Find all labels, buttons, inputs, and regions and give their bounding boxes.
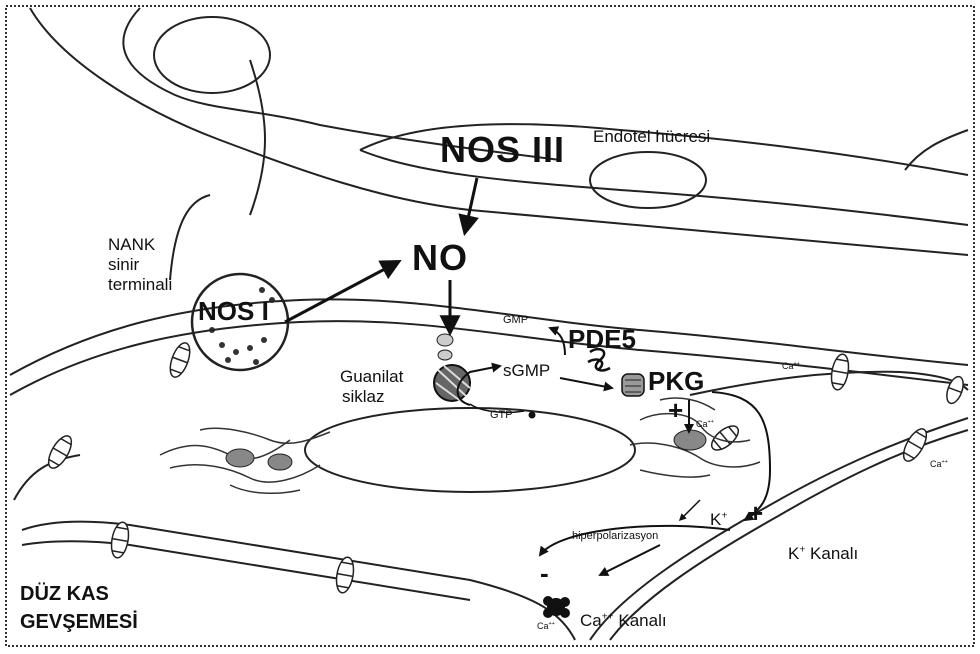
label-plus-k: + bbox=[748, 500, 763, 526]
label-ca-mid: Ca++ bbox=[696, 420, 714, 429]
label-gmp: GMP bbox=[503, 315, 528, 326]
label-guanilat: Guanilat bbox=[340, 368, 403, 385]
pkg-protein bbox=[622, 374, 644, 396]
gtp-dot bbox=[529, 412, 536, 419]
label-siklaz: siklaz bbox=[342, 388, 385, 405]
label-sinir: sinir bbox=[108, 256, 139, 273]
arrow-nos1-to-no bbox=[285, 262, 398, 322]
label-hiperpolarizasyon: hiperpolarizasyon bbox=[572, 531, 658, 542]
label-pde5: PDE5 bbox=[568, 326, 636, 352]
label-ca-bottom: Ca++ bbox=[537, 622, 555, 631]
arrow-nos3-to-no bbox=[465, 178, 477, 232]
label-gtp: GTP bbox=[490, 410, 513, 421]
label-nos3: NOS III bbox=[440, 132, 565, 168]
title-line-1: DÜZ KAS bbox=[20, 584, 109, 604]
label-endothelial-cell: Endotel hücresi bbox=[593, 128, 710, 145]
label-minus: - bbox=[540, 560, 549, 586]
label-no: NO bbox=[412, 240, 468, 276]
label-sgmp: sGMP bbox=[503, 362, 550, 379]
title-line-2: GEVŞEMESİ bbox=[20, 612, 138, 632]
arrow-sgmp-to-pkg bbox=[560, 378, 612, 388]
label-plus-pkg: + bbox=[668, 397, 683, 423]
label-ca-channel: Ca++ Kanalı bbox=[580, 612, 667, 629]
label-k-small: K+ bbox=[710, 511, 727, 528]
guanylate-cyclase bbox=[434, 334, 470, 402]
ca-channel bbox=[543, 596, 570, 618]
label-nos1: NOS I bbox=[198, 298, 269, 324]
label-ca-right: Ca++ bbox=[930, 460, 948, 469]
label-k-channel: K+ Kanalı bbox=[788, 545, 858, 562]
label-pkg: PKG bbox=[648, 368, 704, 394]
arrow-to-ca-channel bbox=[600, 545, 660, 575]
label-nank: NANK bbox=[108, 236, 155, 253]
label-ca-top: Ca++ bbox=[782, 362, 800, 371]
label-terminali: terminali bbox=[108, 276, 172, 293]
